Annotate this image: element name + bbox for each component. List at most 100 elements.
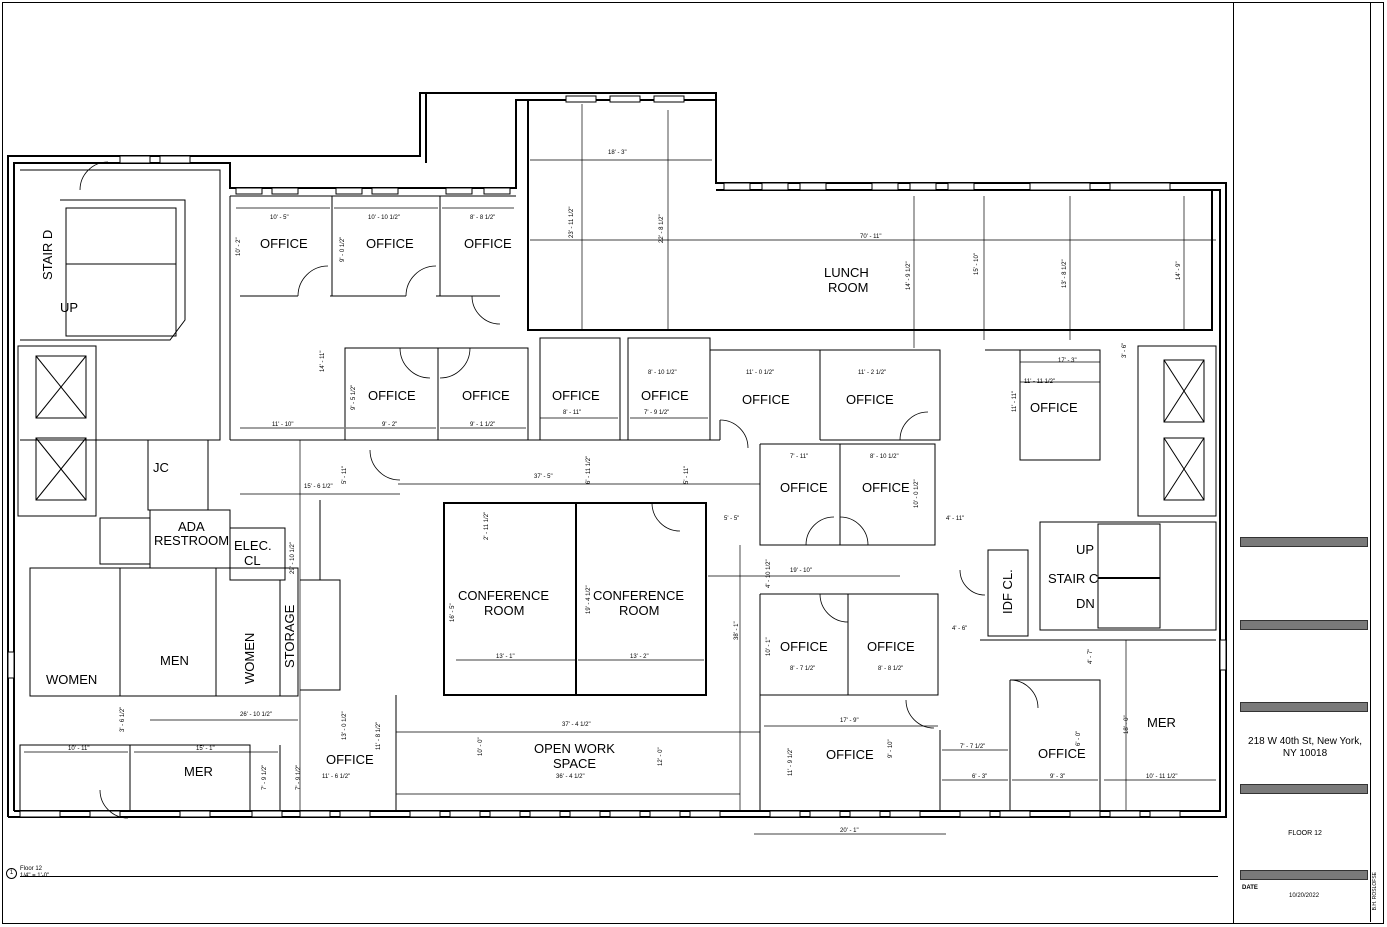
title-bar [1240,702,1368,712]
dimension-label: 7' - 11" [790,454,808,460]
title-block-divider [1370,2,1371,922]
title-bar [1240,620,1368,630]
room-label: OFFICE [780,480,828,495]
dimension-label: 13' - 2" [630,654,649,660]
room-label: WOMEN [46,672,97,687]
dimension-label: 9' - 0 1/2" [340,237,346,262]
dimension-label: 15' - 6 1/2" [304,484,333,490]
windows [7,95,1227,818]
room-label: RESTROOM [154,533,229,548]
title-block: 218 W 40th St, New York, NY 10018 FLOOR … [1233,2,1384,924]
dimension-label: 23' - 11 1/2" [569,206,575,238]
dimension-label: 6' - 0" [1076,731,1082,746]
dimension-label: 9' - 3" [1050,774,1065,780]
dimension-label: 10' - 5" [270,215,289,221]
room-label: OFFICE [368,388,416,403]
room-label: SPACE [553,756,596,771]
dimension-label: 15' - 1" [196,746,215,752]
room-label: IDF CL. [1000,569,1015,614]
room-label: ELEC. [234,538,272,553]
dimension-label: 9' - 2" [382,422,397,428]
dimension-label: 8' - 7 1/2" [790,666,815,672]
dimension-label: 37' - 4 1/2" [562,722,591,728]
dimension-labels: 10' - 5" 10' - 10 1/2" 8' - 8 1/2" 18' -… [68,150,1182,834]
sheet-name: FLOOR 12 [1288,830,1322,837]
room-label: OFFICE [366,236,414,251]
room-label: OFFICE [867,639,915,654]
room-label: OFFICE [552,388,600,403]
dimension-label: 11' - 2 1/2" [858,370,886,376]
dimension-label: 4' - 10 1/2" [766,559,772,588]
dimension-label: 3' - 6" [1122,343,1128,358]
dimension-label: 11' - 0 1/2" [746,370,774,376]
room-label: OFFICE [846,392,894,407]
dimension-label: 8' - 8 1/2" [878,666,903,672]
dimension-label: 7' - 9 1/2" [296,765,302,790]
interior-walls [17,169,1217,812]
dimension-label: 29' - 10 1/2" [290,542,296,574]
dimension-label: 3' - 6 1/2" [120,707,126,732]
dimension-label: 7' - 9 1/2" [262,765,268,790]
room-label: OPEN WORK [534,741,615,756]
room-label: OFFICE [260,236,308,251]
room-label: OFFICE [742,392,790,407]
dimension-label: 22' - 8 1/2" [659,214,665,243]
room-label: UP [60,300,78,315]
dimension-label: 11' - 11" [1012,391,1018,412]
dimension-label: 26' - 10 1/2" [240,712,272,718]
dimension-label: 13' - 8 1/2" [1062,259,1068,288]
dimension-label: 11' - 6 1/2" [322,774,350,780]
room-label: OFFICE [464,236,512,251]
doors [79,161,1039,819]
room-label: CONFERENCE [593,588,684,603]
room-label: OFFICE [641,388,689,403]
dimension-label: 4' - 7" [1088,649,1094,664]
view-name: Floor 12 [20,866,43,872]
title-bar [1240,537,1368,547]
date-value: 10/20/2022 [1289,893,1320,899]
room-label: JC [153,460,169,475]
dimension-label: 10' - 0 1/2" [914,479,920,508]
room-label: ADA [178,519,205,534]
room-label: OFFICE [462,388,510,403]
dimension-label: 18' - 0" [1124,715,1130,734]
room-label: CONFERENCE [458,588,549,603]
room-label: OFFICE [1030,400,1078,415]
dimension-label: 14' - 9" [1176,261,1182,280]
room-label: MER [184,764,213,779]
address-line-2: NY 10018 [1282,748,1328,759]
dimension-label: 9' - 5 1/2" [351,385,357,410]
dimension-label: 10' - 0" [478,737,484,756]
dimension-label: 5' - 11" [342,466,348,484]
dimension-label: 11' - 10" [272,422,294,428]
dimension-label: 9' - 1 1/2" [470,422,495,428]
room-label: OFFICE [780,639,828,654]
dimension-label: 7' - 9 1/2" [644,410,669,416]
dimension-label: 15' - 10" [974,253,980,275]
dimension-label: 8' - 10 1/2" [648,370,677,376]
dimension-label: 10' - 10 1/2" [368,215,400,221]
dimension-label: 18' - 3" [608,150,627,156]
drawn-by: B.H. ROSLOFSE [1372,872,1378,911]
dimension-label: 14' - 11" [320,350,326,372]
room-label: MEN [160,653,189,668]
dimension-label: 5' - 5" [724,516,739,522]
view-number: 1 [6,867,17,879]
room-label: ROOM [484,603,524,618]
room-label: STAIR C [1048,571,1098,586]
dimension-label: 2' - 11 1/2" [484,512,490,540]
room-label: OFFICE [862,480,910,495]
date-label: DATE [1242,885,1258,891]
room-label: MER [1147,715,1176,730]
title-bar [1240,784,1368,794]
view-title-line [20,876,1218,877]
dimension-label: 36' - 4 1/2" [556,774,585,780]
title-bar [1240,870,1368,880]
dimension-label: 4' - 11" [946,516,964,522]
room-label: OFFICE [826,747,874,762]
room-label: OFFICE [326,752,374,767]
room-label: ROOM [619,603,659,618]
dimension-label: 10' - 2" [236,237,242,256]
